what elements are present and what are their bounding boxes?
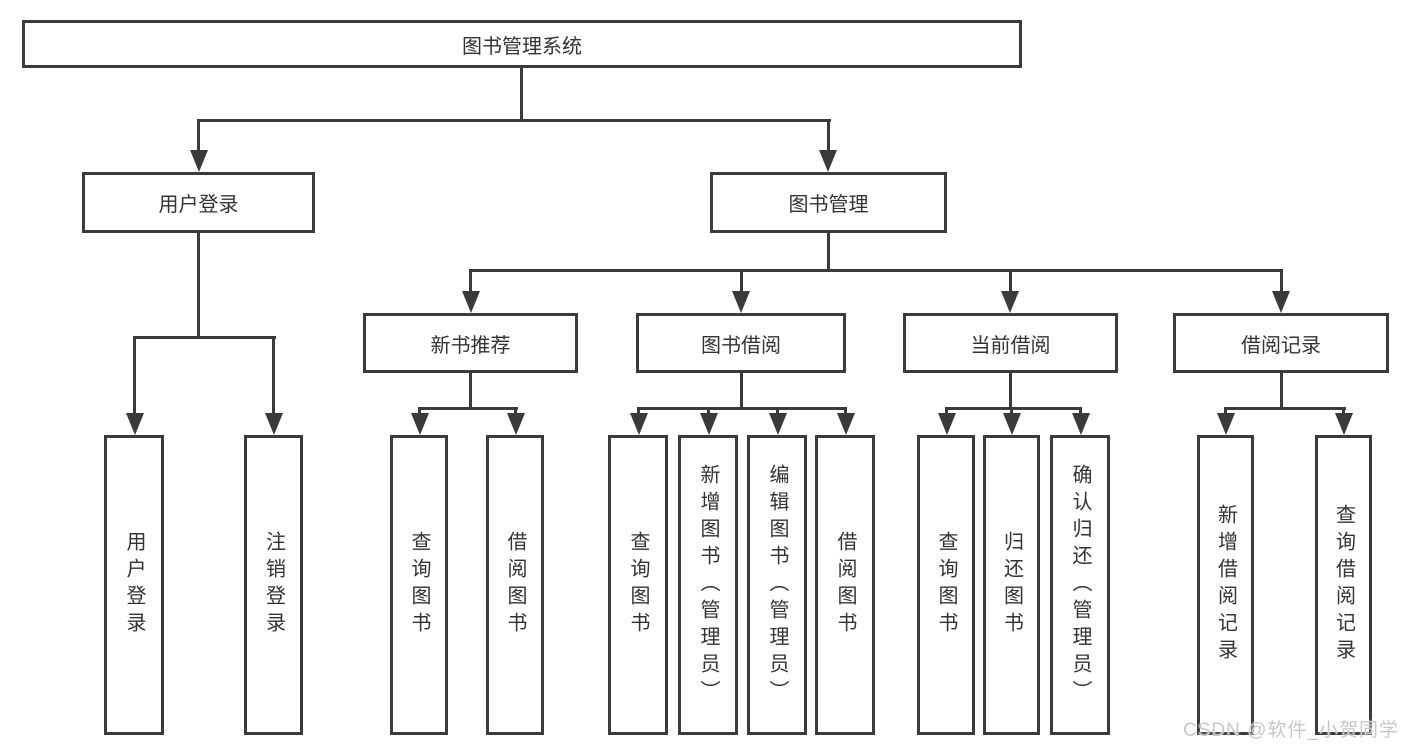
leaf-label: 查询图书 bbox=[408, 531, 430, 639]
leaf-label: 确认归还（管理员） bbox=[1069, 463, 1091, 707]
arrow-down-icon bbox=[700, 413, 718, 435]
leaf-label: 查询图书 bbox=[935, 531, 957, 639]
connector-to-leaf-login bbox=[133, 336, 136, 417]
node-label: 借阅记录 bbox=[1241, 334, 1321, 357]
connector-root-stem bbox=[520, 66, 523, 122]
arrow-down-icon bbox=[837, 413, 855, 435]
connector-to-current-borrow bbox=[1009, 269, 1012, 295]
arrow-down-icon bbox=[507, 413, 525, 435]
connector-borrow-records-split bbox=[1224, 407, 1346, 410]
leaf-borrow-edit-books-admin: 编辑图书（管理员） bbox=[747, 435, 807, 735]
node-library-management-system: 图书管理系统 bbox=[22, 20, 1022, 68]
connector-stub bbox=[1224, 407, 1227, 417]
node-label: 图书管理 bbox=[788, 194, 869, 216]
connector-to-new-book bbox=[469, 269, 472, 295]
leaf-label: 新增图书（管理员） bbox=[697, 463, 719, 707]
connector-stub bbox=[418, 407, 421, 417]
arrow-down-icon bbox=[630, 413, 648, 435]
connector-to-borrow-records bbox=[1280, 269, 1283, 295]
connector-current-borrow-stem bbox=[1009, 371, 1012, 410]
leaf-borrow-add-books-admin: 新增图书（管理员） bbox=[678, 435, 738, 735]
leaf-current-return-books: 归还图书 bbox=[983, 435, 1040, 735]
connector-book-borrow-stem bbox=[740, 371, 743, 410]
leaf-records-query-record: 查询借阅记录 bbox=[1315, 435, 1372, 735]
arrow-down-icon bbox=[190, 150, 208, 172]
csdn-watermark: CSDN @软件_小贺同学 bbox=[1183, 720, 1399, 741]
leaf-records-add-record: 新增借阅记录 bbox=[1197, 435, 1254, 735]
connector-new-book-split bbox=[418, 407, 518, 410]
leaf-logout: 注销登录 bbox=[244, 435, 303, 735]
connector-stub bbox=[844, 407, 847, 417]
arrow-down-icon bbox=[938, 413, 956, 435]
arrow-down-icon bbox=[819, 150, 837, 172]
leaf-borrow-query-books: 查询图书 bbox=[608, 435, 668, 735]
leaf-label: 新增借阅记录 bbox=[1214, 504, 1237, 666]
leaf-user-login: 用户登录 bbox=[104, 435, 164, 735]
connector-stub bbox=[1010, 407, 1013, 417]
arrow-down-icon bbox=[1003, 413, 1021, 435]
node-label: 图书管理系统 bbox=[462, 35, 582, 58]
arrow-down-icon bbox=[732, 291, 750, 313]
leaf-label: 借阅图书 bbox=[504, 531, 526, 639]
connector-stub bbox=[776, 407, 779, 417]
connector-current-borrow-split bbox=[945, 407, 1082, 410]
leaf-label: 查询借阅记录 bbox=[1332, 504, 1355, 666]
connector-user-login-split bbox=[133, 336, 276, 339]
connector-book-borrow-split bbox=[637, 407, 847, 410]
arrow-down-icon bbox=[1335, 413, 1353, 435]
connector-to-book-management bbox=[827, 119, 830, 153]
connector-to-leaf-logout bbox=[272, 336, 275, 417]
connector-root-split bbox=[197, 119, 831, 122]
leaf-newbook-borrow-books: 借阅图书 bbox=[486, 435, 544, 735]
node-current-borrow: 当前借阅 bbox=[903, 313, 1118, 373]
arrow-down-icon bbox=[462, 291, 480, 313]
node-label: 新书推荐 bbox=[430, 334, 511, 357]
leaf-label: 用户登录 bbox=[123, 531, 145, 639]
leaf-label: 归还图书 bbox=[1000, 531, 1023, 639]
node-book-management: 图书管理 bbox=[710, 172, 947, 233]
connector-stub bbox=[1079, 407, 1082, 417]
leaf-newbook-query-books: 查询图书 bbox=[390, 435, 448, 735]
node-borrow-records: 借阅记录 bbox=[1173, 313, 1389, 373]
arrow-down-icon bbox=[1272, 291, 1290, 313]
node-new-book-recommend: 新书推荐 bbox=[363, 313, 578, 373]
connector-to-book-borrow bbox=[740, 269, 743, 295]
leaf-label: 借阅图书 bbox=[834, 531, 856, 639]
connector-user-login-stem bbox=[197, 232, 200, 339]
node-book-borrow: 图书借阅 bbox=[636, 313, 846, 373]
connector-stub bbox=[1342, 407, 1345, 417]
leaf-label: 查询图书 bbox=[627, 531, 649, 639]
node-user-login: 用户登录 bbox=[82, 172, 315, 233]
connector-book-mgmt-stem bbox=[827, 232, 830, 272]
leaf-current-confirm-return-admin: 确认归还（管理员） bbox=[1050, 435, 1110, 735]
leaf-label: 编辑图书（管理员） bbox=[766, 463, 788, 707]
connector-stub bbox=[637, 407, 640, 417]
arrow-down-icon bbox=[126, 413, 144, 435]
connector-book-mgmt-split bbox=[469, 269, 1283, 272]
connector-stub bbox=[707, 407, 710, 417]
arrow-down-icon bbox=[1072, 413, 1090, 435]
arrow-down-icon bbox=[411, 413, 429, 435]
arrow-down-icon bbox=[1217, 413, 1235, 435]
connector-stub bbox=[514, 407, 517, 417]
node-label: 用户登录 bbox=[158, 194, 239, 216]
arrow-down-icon bbox=[265, 413, 283, 435]
node-label: 当前借阅 bbox=[970, 334, 1051, 357]
connector-new-book-stem bbox=[469, 371, 472, 410]
connector-to-user-login bbox=[197, 119, 200, 153]
connector-stub bbox=[945, 407, 948, 417]
node-label: 图书借阅 bbox=[701, 334, 781, 357]
connector-borrow-records-stem bbox=[1280, 371, 1283, 410]
leaf-label: 注销登录 bbox=[262, 531, 285, 639]
leaf-borrow-borrow-books: 借阅图书 bbox=[815, 435, 875, 735]
arrow-down-icon bbox=[1001, 291, 1019, 313]
leaf-current-query-books: 查询图书 bbox=[917, 435, 975, 735]
arrow-down-icon bbox=[769, 413, 787, 435]
